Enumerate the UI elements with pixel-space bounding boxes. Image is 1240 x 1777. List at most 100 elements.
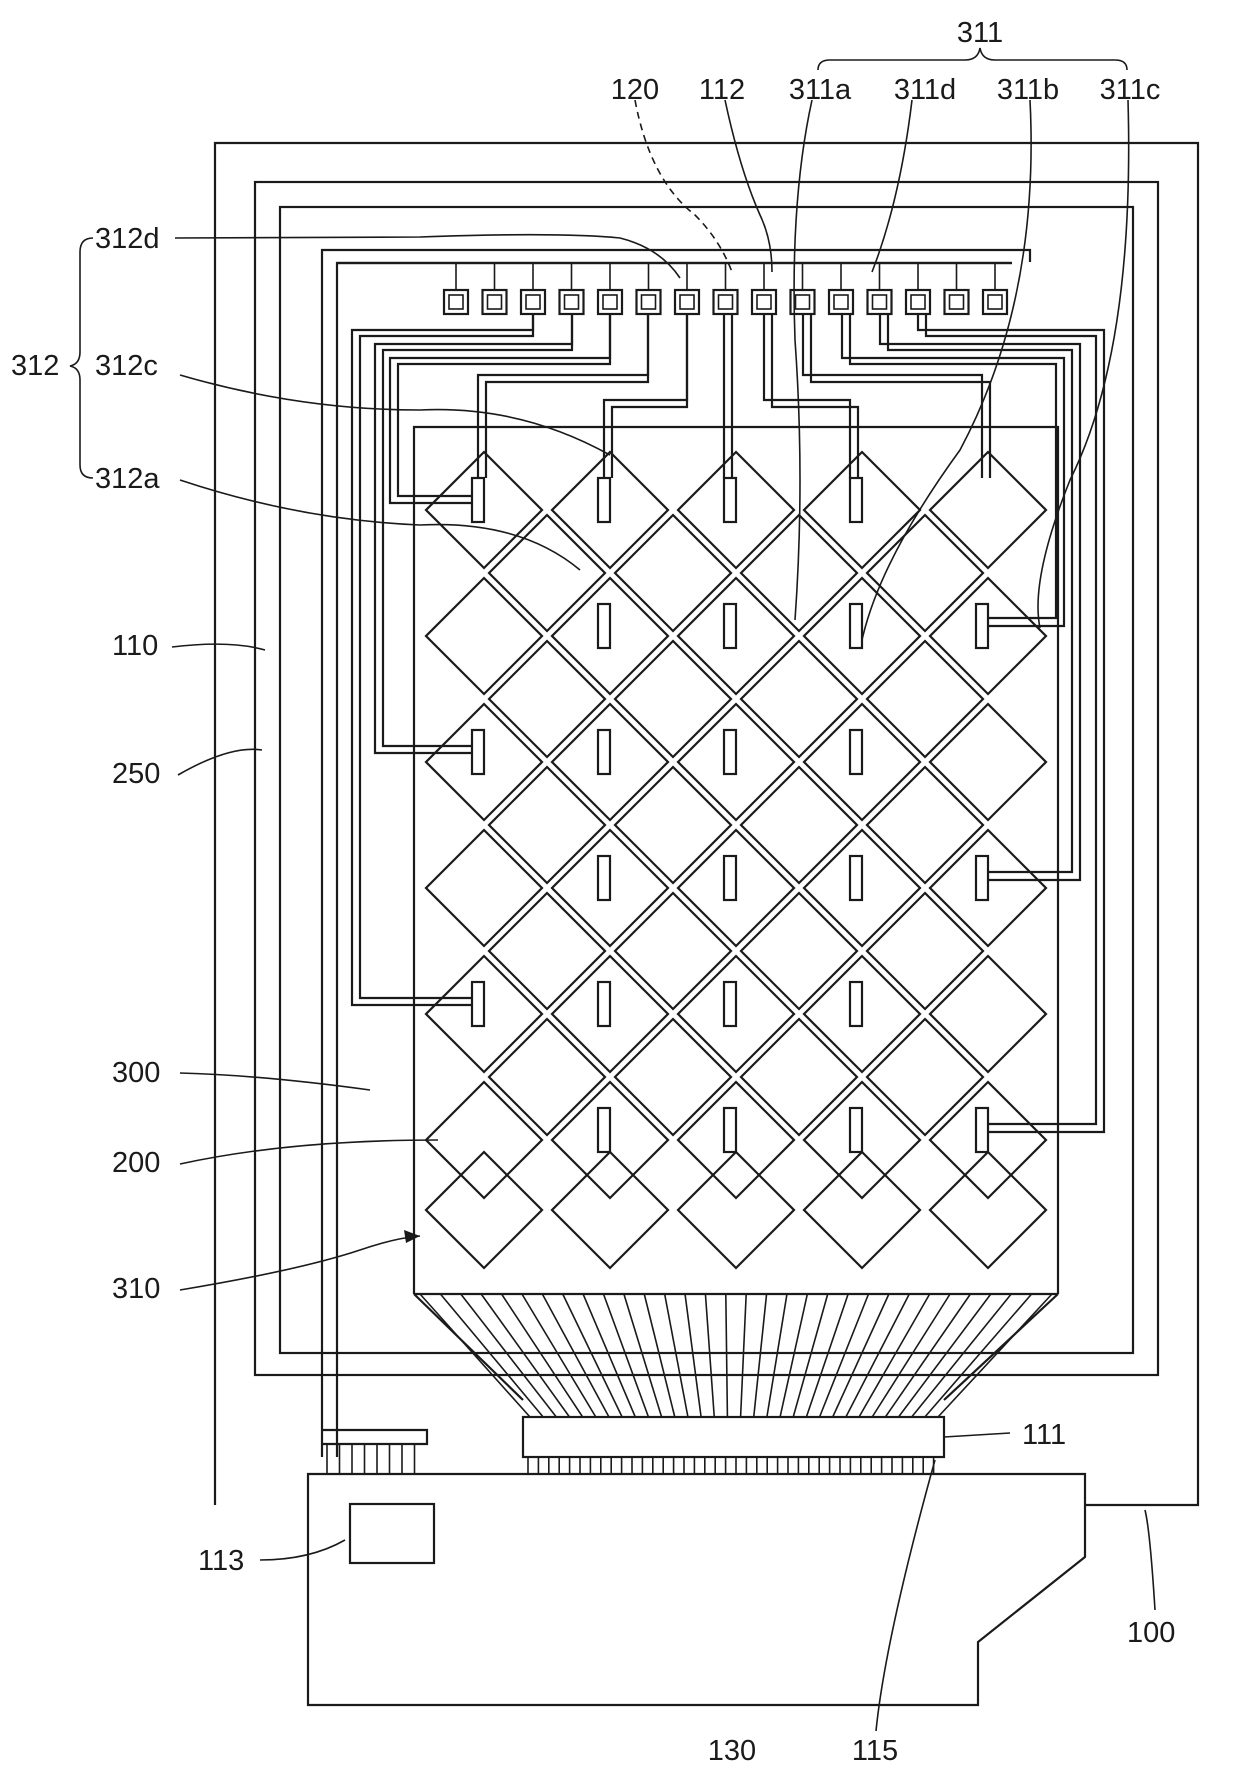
pad-outer — [983, 290, 1007, 314]
electrode-cell — [489, 1019, 605, 1135]
bridge-electrode — [724, 730, 736, 774]
electrode-cell — [867, 641, 983, 757]
fan-out-line — [624, 1294, 662, 1417]
electrode-cell — [930, 704, 1046, 820]
label-312d: 312d — [95, 223, 160, 255]
label-130: 130 — [708, 1735, 756, 1767]
label-300: 300 — [112, 1057, 160, 1089]
trace — [486, 314, 648, 478]
fan-out-edge — [944, 1294, 1058, 1400]
label-311c: 311c — [1100, 74, 1161, 106]
bridge-electrode — [850, 478, 862, 522]
pad-inner — [988, 295, 1002, 309]
electrode-cell — [930, 452, 1046, 568]
label-113: 113 — [198, 1545, 244, 1577]
bridge-electrode — [472, 730, 484, 774]
pad-inner — [950, 295, 964, 309]
trace — [803, 314, 982, 478]
pad-outer — [945, 290, 969, 314]
label-112: 112 — [699, 74, 745, 106]
pad-outer — [829, 290, 853, 314]
label-311: 311 — [957, 17, 1003, 49]
pad-outer — [868, 290, 892, 314]
trace — [398, 314, 610, 496]
pad-inner — [642, 295, 656, 309]
pad-outer — [444, 290, 468, 314]
pad-inner — [834, 295, 848, 309]
fan-out-line — [542, 1294, 609, 1417]
trace — [604, 314, 687, 478]
electrode-cell — [741, 1019, 857, 1135]
electrode-cell — [867, 767, 983, 883]
pad-outer — [598, 290, 622, 314]
trace — [375, 314, 572, 753]
trace — [772, 314, 858, 478]
trace — [811, 314, 990, 478]
fan-out-line — [665, 1294, 688, 1417]
electrode-cell — [741, 767, 857, 883]
electrode-cell — [489, 893, 605, 1009]
bridge-electrode — [598, 1108, 610, 1152]
electrode-cell — [804, 1152, 920, 1268]
electrode-cell — [867, 1019, 983, 1135]
fan-out-line — [741, 1294, 747, 1417]
pad-outer — [560, 290, 584, 314]
bridge-electrode — [472, 982, 484, 1026]
bridge-electrode — [598, 604, 610, 648]
label-312: 312 — [11, 350, 59, 382]
bridge-electrode — [724, 856, 736, 900]
trace — [880, 314, 1080, 880]
bridge-electrode — [976, 856, 988, 900]
label-100: 100 — [1127, 1617, 1175, 1649]
connector-pins-115 — [528, 1457, 934, 1474]
electrode-cell — [426, 830, 542, 946]
trace — [850, 314, 1056, 618]
trace — [926, 314, 1096, 1124]
fan-out-lines — [414, 1294, 1058, 1417]
electrode-cell — [930, 1152, 1046, 1268]
electrode-cell — [615, 1019, 731, 1135]
pad-inner — [565, 295, 579, 309]
trace — [478, 314, 648, 478]
pad-inner — [719, 295, 733, 309]
trace — [612, 314, 687, 478]
bridge-electrode — [724, 1108, 736, 1152]
bridge-electrode — [724, 604, 736, 648]
fan-out-line — [440, 1294, 543, 1417]
fan-out-line — [793, 1294, 828, 1417]
label-311b: 311b — [997, 74, 1059, 106]
fan-out-line — [563, 1294, 622, 1417]
fan-out-line — [912, 1294, 1012, 1417]
label-312c: 312c — [95, 350, 158, 382]
electrode-cell — [867, 893, 983, 1009]
pad-inner — [796, 295, 810, 309]
fan-out-line — [685, 1294, 701, 1417]
bridge-electrode — [850, 730, 862, 774]
pad-outer — [637, 290, 661, 314]
label-115: 115 — [852, 1735, 898, 1767]
trace — [888, 314, 1072, 872]
trace — [842, 314, 1064, 626]
bridge-electrode — [472, 478, 484, 522]
label-111: 111 — [1022, 1419, 1066, 1451]
pad-inner — [603, 295, 617, 309]
label-120: 120 — [611, 74, 659, 106]
electrode-cell — [426, 1152, 542, 1268]
fan-out-line — [705, 1294, 714, 1417]
trace — [764, 314, 850, 478]
electrode-grid-310 — [426, 452, 1046, 1268]
fan-out-line — [583, 1294, 635, 1417]
fan-out-line — [481, 1294, 569, 1417]
label-310: 310 — [112, 1273, 160, 1305]
label-200: 200 — [112, 1147, 160, 1179]
bridge-electrode — [850, 1108, 862, 1152]
connection-pads-311 — [444, 262, 1007, 314]
frame-line-300 — [322, 250, 1030, 1457]
trace — [918, 314, 1104, 1132]
electrode-cell — [930, 956, 1046, 1072]
electrode-cell — [615, 515, 731, 631]
pad-outer — [675, 290, 699, 314]
fan-out-line — [938, 1294, 1052, 1417]
electrode-cell — [489, 641, 605, 757]
electrode-cell — [426, 1082, 542, 1198]
